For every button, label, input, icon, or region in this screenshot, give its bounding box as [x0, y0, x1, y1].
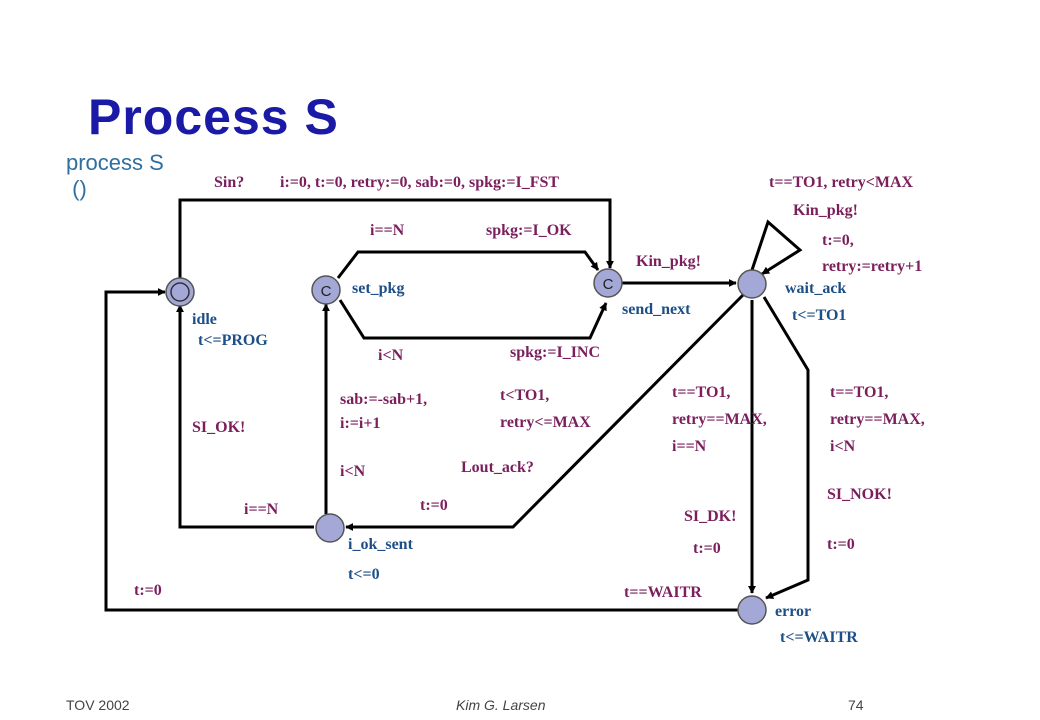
location-send-next: C	[593, 268, 623, 298]
process-params: ()	[66, 176, 87, 201]
edge-set-pkg-top	[336, 250, 600, 279]
edge-label-nok-guard-2: retry==MAX,	[830, 411, 925, 428]
edge-error-to-idle	[104, 288, 738, 612]
edge-wait-self-loop	[750, 219, 803, 276]
edge-label-waitr-guard: t==WAITR	[624, 584, 702, 601]
location-error	[737, 595, 767, 625]
edge-wait-to-error-nok	[762, 296, 810, 600]
edge-label-kin-pkg: Kin_pkg!	[636, 253, 701, 270]
location-idle	[165, 277, 195, 307]
edge-label-i-lt-n-loop: i<N	[340, 463, 366, 480]
edge-label-self-sync: Kin_pkg!	[793, 202, 858, 219]
idle-name: idle	[192, 311, 217, 328]
edge-label-nok-guard-3: i<N	[830, 438, 856, 455]
edge-label-si-dk: SI_DK!	[684, 508, 736, 525]
wait-ack-invariant: t<=TO1	[792, 307, 846, 324]
edge-label-ack-update: t:=0	[420, 497, 448, 514]
edge-label-dk-update: t:=0	[693, 540, 721, 557]
committed-marker: C	[603, 276, 614, 293]
i-ok-sent-invariant: t<=0	[348, 566, 380, 583]
edge-label-dk-guard-1: t==TO1,	[672, 384, 730, 401]
slide-title: Process S	[88, 89, 339, 145]
edge-label-i-lt-n-bottom: i<N	[378, 347, 404, 364]
edge-label-init-update: i:=0, t:=0, retry:=0, sab:=0, spkg:=I_FS…	[280, 174, 559, 191]
process-name: process S	[66, 150, 164, 175]
edge-label-self-update-1: t:=0,	[822, 232, 854, 249]
edge-label-i-inc: i:=i+1	[340, 415, 380, 432]
error-invariant: t<=WAITR	[780, 629, 858, 646]
send-next-name: send_next	[622, 301, 691, 318]
set-pkg-name: set_pkg	[352, 280, 404, 297]
edge-label-ack-guard-2: retry<=MAX	[500, 414, 591, 431]
committed-marker: C	[321, 283, 332, 300]
edge-label-nok-update: t:=0	[827, 536, 855, 553]
edge-label-spkg-inc: spkg:=I_INC	[510, 344, 600, 361]
edge-label-lout-ack: Lout_ack?	[461, 459, 534, 476]
edge-label-sin: Sin?	[214, 174, 244, 191]
edge-ok-sent-to-idle	[176, 304, 314, 529]
edge-label-dk-guard-2: retry==MAX,	[672, 411, 767, 428]
footer-course: TOV 2002	[66, 697, 130, 713]
edge-label-i-eq-n-top: i==N	[370, 222, 405, 239]
edge-wait-to-ok-sent	[345, 292, 746, 531]
edge-label-spkg-ok: spkg:=I_OK	[486, 222, 572, 239]
edge-label-i-eq-n-ok: i==N	[244, 501, 279, 518]
edge-label-sab-update: sab:=-sab+1,	[340, 391, 427, 408]
edge-idle-to-send-next	[178, 198, 614, 278]
i-ok-sent-name: i_ok_sent	[348, 536, 414, 553]
footer-page-number: 74	[848, 697, 864, 713]
edge-label-si-ok: SI_OK!	[192, 419, 245, 436]
edge-label-self-update-2: retry:=retry+1	[822, 258, 922, 275]
process-header: process S ()	[66, 150, 164, 202]
idle-invariant: t<=PROG	[198, 332, 268, 349]
location-i-ok-sent	[315, 513, 345, 543]
location-set-pkg: C	[311, 275, 341, 305]
edge-label-self-guard: t==TO1, retry<MAX	[769, 174, 914, 191]
wait-ack-name: wait_ack	[785, 280, 846, 297]
edge-label-dk-guard-3: i==N	[672, 438, 707, 455]
edge-label-ack-guard-1: t<TO1,	[500, 387, 549, 404]
footer-author: Kim G. Larsen	[456, 697, 546, 713]
location-wait-ack	[737, 269, 767, 299]
error-name: error	[775, 603, 811, 620]
edge-set-pkg-bottom	[338, 299, 608, 340]
edge-label-si-nok: SI_NOK!	[827, 486, 892, 503]
edge-label-nok-guard-1: t==TO1,	[830, 384, 888, 401]
edge-label-error-update: t:=0	[134, 582, 162, 599]
